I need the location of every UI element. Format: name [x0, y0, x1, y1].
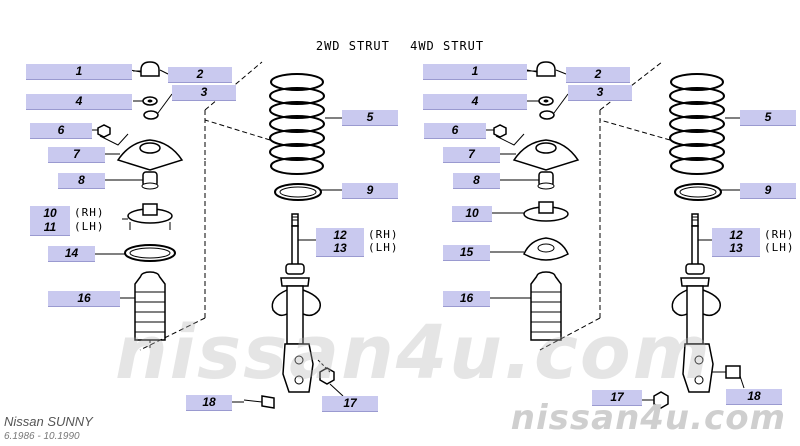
side-label-rh: (RH)	[74, 206, 105, 219]
part-tag-17[interactable]: 17	[322, 396, 378, 412]
header-4wd-strut: 4WD STRUT	[410, 39, 485, 53]
part-tag-10[interactable]: 10	[452, 206, 492, 222]
part-tag-9[interactable]: 9	[342, 183, 398, 199]
part-tag-13[interactable]: 13	[712, 241, 760, 257]
part-tag-18[interactable]: 18	[186, 395, 232, 411]
side-label-rh: (RH)	[368, 228, 399, 241]
part-tag-16[interactable]: 16	[443, 291, 490, 307]
part-tag-18[interactable]: 18	[726, 389, 782, 405]
side-label-lh: (LH)	[74, 220, 105, 233]
column-2wd	[92, 61, 344, 409]
side-label-rh: (RH)	[764, 228, 795, 241]
part-tag-1[interactable]: 1	[423, 64, 527, 80]
part-tag-15[interactable]: 15	[443, 245, 490, 261]
part-tag-17[interactable]: 17	[592, 390, 642, 406]
site-brand: nissan4u.com	[510, 398, 786, 438]
side-label-lh: (LH)	[368, 241, 399, 254]
part-tag-6[interactable]: 6	[424, 123, 486, 139]
part-tag-6[interactable]: 6	[30, 123, 92, 139]
part-tag-8[interactable]: 8	[58, 173, 105, 189]
part-tag-2[interactable]: 2	[566, 67, 630, 83]
watermark: nissan4u.com	[115, 310, 712, 396]
part-tag-5[interactable]: 5	[342, 110, 398, 126]
part-tag-5[interactable]: 5	[740, 110, 796, 126]
vehicle-model: Nissan SUNNY	[4, 414, 93, 429]
part-tag-4[interactable]: 4	[26, 94, 132, 110]
part-tag-7[interactable]: 7	[443, 147, 500, 163]
part-tag-13[interactable]: 13	[316, 241, 364, 257]
part-tag-2[interactable]: 2	[168, 67, 232, 83]
part-tag-16[interactable]: 16	[48, 291, 120, 307]
part-tag-12[interactable]: 12	[712, 228, 760, 244]
part-tag-3[interactable]: 3	[568, 85, 632, 101]
side-label-lh: (LH)	[764, 241, 795, 254]
production-period: 6.1986 - 10.1990	[4, 431, 80, 442]
part-tag-1[interactable]: 1	[26, 64, 132, 80]
part-tag-11[interactable]: 11	[30, 220, 70, 236]
part-tag-4[interactable]: 4	[423, 94, 527, 110]
header-2wd-strut: 2WD STRUT	[315, 39, 390, 53]
column-4wd	[486, 61, 745, 409]
diagram-header: 2WD STRUT 4WD STRUT	[250, 39, 550, 53]
part-tag-7[interactable]: 7	[48, 147, 105, 163]
part-tag-3[interactable]: 3	[172, 85, 236, 101]
part-tag-8[interactable]: 8	[453, 173, 500, 189]
part-tag-14[interactable]: 14	[48, 246, 95, 262]
part-tag-9[interactable]: 9	[740, 183, 796, 199]
